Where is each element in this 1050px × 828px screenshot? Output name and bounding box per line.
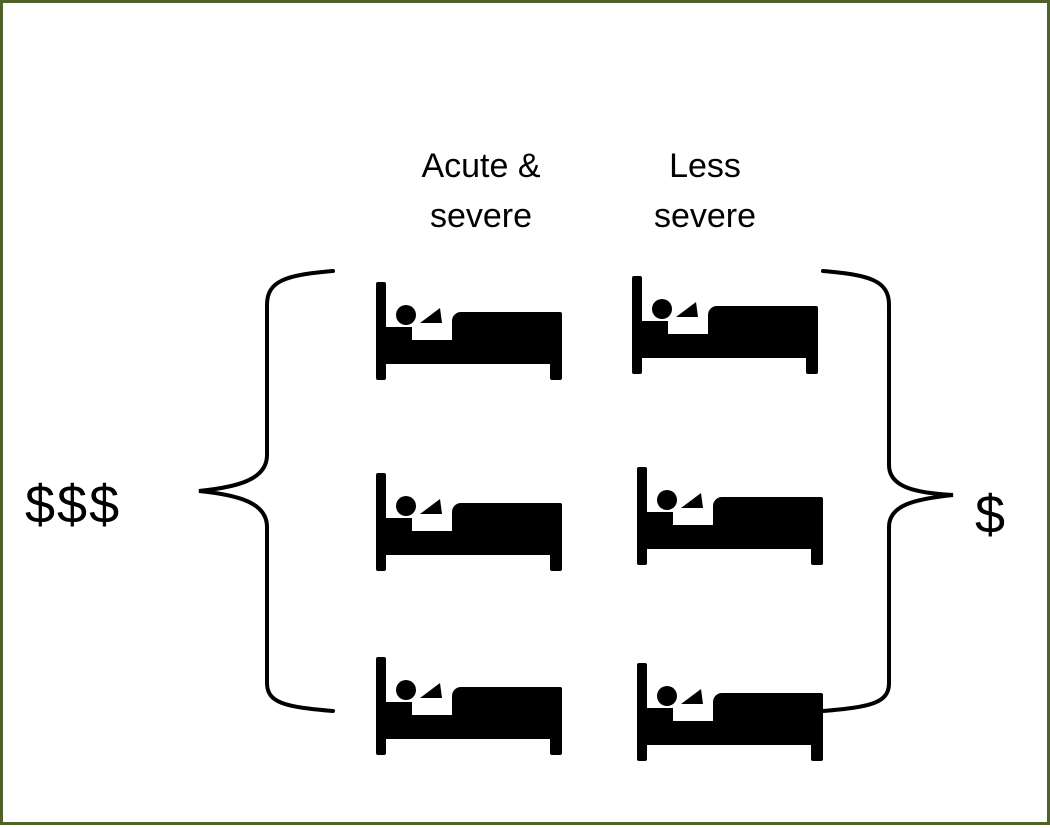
bed-icon [376, 282, 562, 380]
bed-icon [637, 467, 823, 565]
bed-icon [637, 663, 823, 761]
right-brace [821, 269, 954, 713]
left-brace [198, 269, 335, 713]
column-heading-line: Acute & [421, 147, 541, 185]
column-heading-line: severe [429, 197, 533, 235]
cost-label-low: $ [975, 485, 1008, 545]
bed-icon [376, 473, 562, 571]
column-heading-less-severe: Less severe [615, 141, 795, 241]
column-heading-line: severe [653, 197, 757, 235]
cost-label-high: $$$ [25, 475, 122, 535]
bed-icon [632, 276, 818, 374]
bed-icon [376, 657, 562, 755]
column-heading-acute-severe: Acute & severe [391, 141, 571, 241]
diagram-graphic [198, 269, 954, 761]
column-heading-line: Less [669, 147, 741, 185]
